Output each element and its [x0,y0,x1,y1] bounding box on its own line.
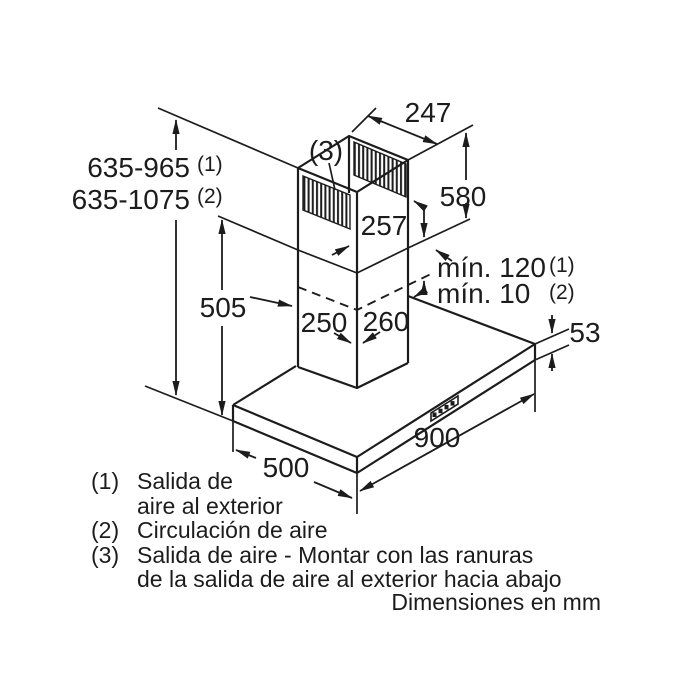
legend-item2-ref: (2) [91,517,119,543]
legend-item1-line2: aire al exterior [137,493,283,519]
grille-left-face [302,174,351,231]
control-button [432,412,437,417]
units-note: Dimensiones en mm [391,589,601,615]
dim-chimney-width: 250 [301,307,348,338]
dim-lower-section: 505 [200,292,247,323]
dim-outlet-zone: 257 [361,210,408,241]
dim-canopy-width: 900 [414,422,461,453]
legend-item3-ref: (3) [91,542,119,568]
dim-total-height-recirc: 635-1075 [72,184,190,215]
telescopic-joint-line [217,215,471,274]
dim-canopy-thickness: 53 [569,317,600,348]
legend-item2-text: Circulación de aire [137,517,327,543]
dim-total-height-air-out-ref: (1) [197,153,223,176]
legend-item1-line1: Salida de [137,468,233,494]
dim-total-height-recirc-ref: (2) [197,185,223,208]
minimum-extension-dashed-line [297,273,432,312]
dim-total-height-air-out: 635-965 [87,152,190,183]
legend-item1-ref: (1) [91,468,119,494]
dim-chimney-depth: 260 [363,306,410,337]
control-button [438,408,443,414]
air-outlet-grilles [302,140,407,231]
outlet-marker: (3) [309,135,343,166]
chimney-duct-outline [296,134,410,390]
legend-item3-line2: de la salida de aire al exterior hacia a… [137,566,562,592]
extension-lines [144,107,570,514]
dimension-arrows [172,115,556,499]
control-button [450,401,455,406]
dim-canopy-depth: 500 [263,452,310,483]
dim-clearance-air-out-ref: (1) [549,254,575,277]
dimension-labels: 635-965 (1) 635-1075 (2) 505 (3) 247 257… [72,97,601,483]
legend: (1) Salida de aire al exterior (2) Circu… [91,468,601,615]
control-button [444,404,449,410]
dim-clearance-air-out: mín. 120 [437,252,546,283]
dim-clearance-recirc-ref: (2) [549,281,575,304]
legend-item3-line1: Salida de aire - Montar con las ranuras [137,542,533,568]
dim-upper-chimney: 580 [440,181,487,212]
dim-top-depth: 247 [405,97,452,128]
dim-clearance-recirc: mín. 10 [437,278,530,309]
grille-rear-face [353,140,407,199]
